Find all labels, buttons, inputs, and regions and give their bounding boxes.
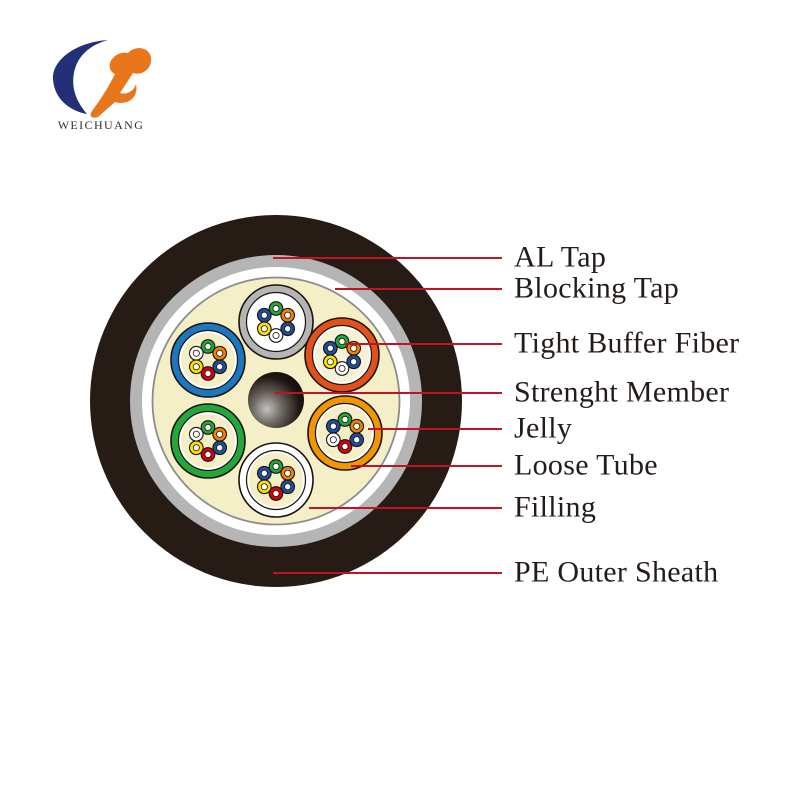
- label-al-tap: AL Tap: [514, 240, 607, 274]
- loose-tube-bottom-right: [307, 395, 383, 471]
- fiber-core: [272, 331, 280, 339]
- fiber-core: [350, 358, 358, 366]
- logo-navy-swoosh: [52, 40, 108, 114]
- fiber-core: [341, 415, 349, 423]
- fiber-core: [204, 423, 212, 431]
- strength-member: [248, 372, 304, 428]
- fiber-core: [326, 344, 334, 352]
- loose-tube-top: [238, 284, 314, 360]
- label-loose-tube: Loose Tube: [514, 448, 658, 482]
- logo: WEICHUANG: [46, 38, 176, 132]
- fiber-core: [284, 311, 292, 319]
- fiber-core: [192, 444, 200, 452]
- loose-tube-bottom: [238, 442, 314, 518]
- label-tight-buffer-fiber: Tight Buffer Fiber: [514, 326, 740, 360]
- fiber-core: [329, 422, 337, 430]
- loose-tube-bottom-left: [170, 403, 246, 479]
- fiber-core: [272, 304, 280, 312]
- brand-name: WEICHUANG: [57, 118, 145, 132]
- fiber-core: [260, 483, 268, 491]
- fiber-core: [260, 311, 268, 319]
- fiber-core: [350, 344, 358, 352]
- label-jelly: Jelly: [514, 411, 573, 445]
- fiber-core: [260, 469, 268, 477]
- fiber-core: [341, 442, 349, 450]
- label-blocking-tap: Blocking Tap: [514, 271, 680, 305]
- fiber-core: [353, 422, 361, 430]
- fiber-core: [338, 364, 346, 372]
- fiber-core: [284, 483, 292, 491]
- fiber-core: [353, 436, 361, 444]
- cable-layers: [90, 215, 462, 587]
- fiber-core: [204, 342, 212, 350]
- loose-tube-top-left: [170, 322, 246, 398]
- fiber-core: [272, 462, 280, 470]
- fiber-core: [216, 430, 224, 438]
- logo-orange-swoosh: [90, 48, 152, 118]
- fiber-core: [329, 436, 337, 444]
- label-pe-outer-sheath: PE Outer Sheath: [514, 555, 719, 589]
- fiber-core: [192, 430, 200, 438]
- fiber-core: [192, 349, 200, 357]
- fiber-core: [216, 363, 224, 371]
- label-strenght-member: Strenght Member: [514, 375, 730, 409]
- fiber-core: [204, 450, 212, 458]
- fiber-core: [326, 358, 334, 366]
- weichuang-logo-icon: [52, 40, 152, 118]
- fiber-core: [338, 337, 346, 345]
- fiber-core: [216, 444, 224, 452]
- fiber-core: [284, 469, 292, 477]
- fiber-core: [260, 325, 268, 333]
- loose-tube-top-right: [304, 317, 380, 393]
- fiber-core: [204, 369, 212, 377]
- fiber-core: [192, 363, 200, 371]
- fiber-core: [216, 349, 224, 357]
- label-filling: Filling: [514, 490, 597, 524]
- fiber-core: [272, 489, 280, 497]
- fiber-core: [284, 325, 292, 333]
